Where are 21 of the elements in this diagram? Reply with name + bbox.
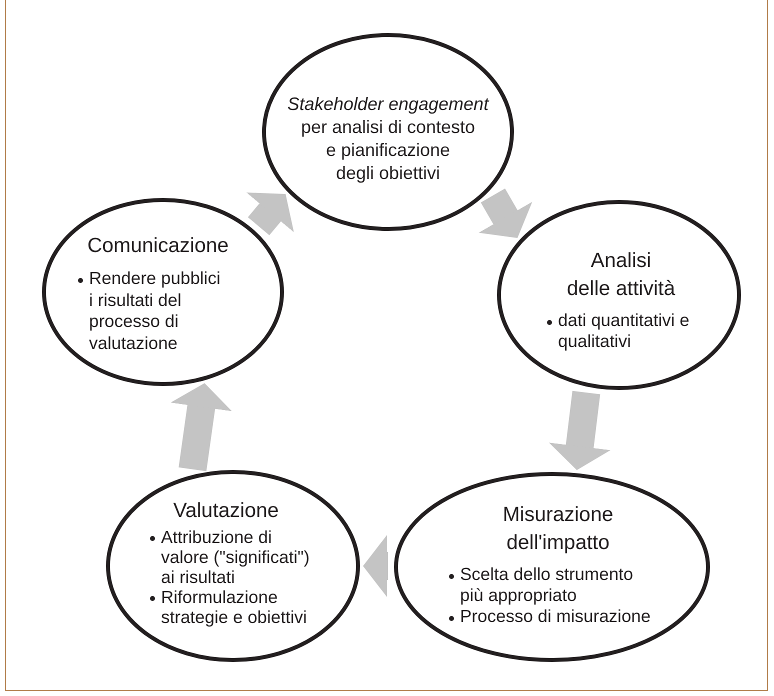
bullet-text: Scelta dello strumento più appropriato — [460, 564, 634, 606]
block-arrow — [548, 390, 610, 470]
block-arrow — [362, 535, 388, 597]
stage-ellipse — [394, 472, 710, 662]
bullet-text: Riformulazione strategie e obiettivi — [161, 587, 308, 627]
bullet-text: Rendere pubblici i risultati del processo di valutazione — [89, 268, 222, 354]
stage-ellipse — [106, 470, 360, 662]
block-arrow — [478, 188, 532, 238]
stage-title: Analisi delle attività — [566, 248, 676, 302]
stage-title: Valutazione — [172, 498, 280, 524]
stage-ellipse — [497, 200, 741, 390]
stage-ellipse — [42, 198, 284, 386]
bullet-text: Processo di misurazione — [460, 606, 652, 627]
stage-title: Comunicazione — [86, 233, 230, 259]
bullet-text: dati quantitativi e qualitativi — [558, 310, 690, 352]
stage-ellipse — [262, 33, 514, 231]
bullet-text: Attribuzione di valore ("significati") ai risultati — [161, 527, 311, 587]
block-arrow — [246, 192, 294, 236]
block-arrow — [170, 383, 232, 472]
stage-description: Stakeholder engagement per analisi di contesto e pianificazione degli obiettivi — [286, 93, 490, 185]
stage-title: Misurazione dell'impatto — [502, 502, 614, 556]
